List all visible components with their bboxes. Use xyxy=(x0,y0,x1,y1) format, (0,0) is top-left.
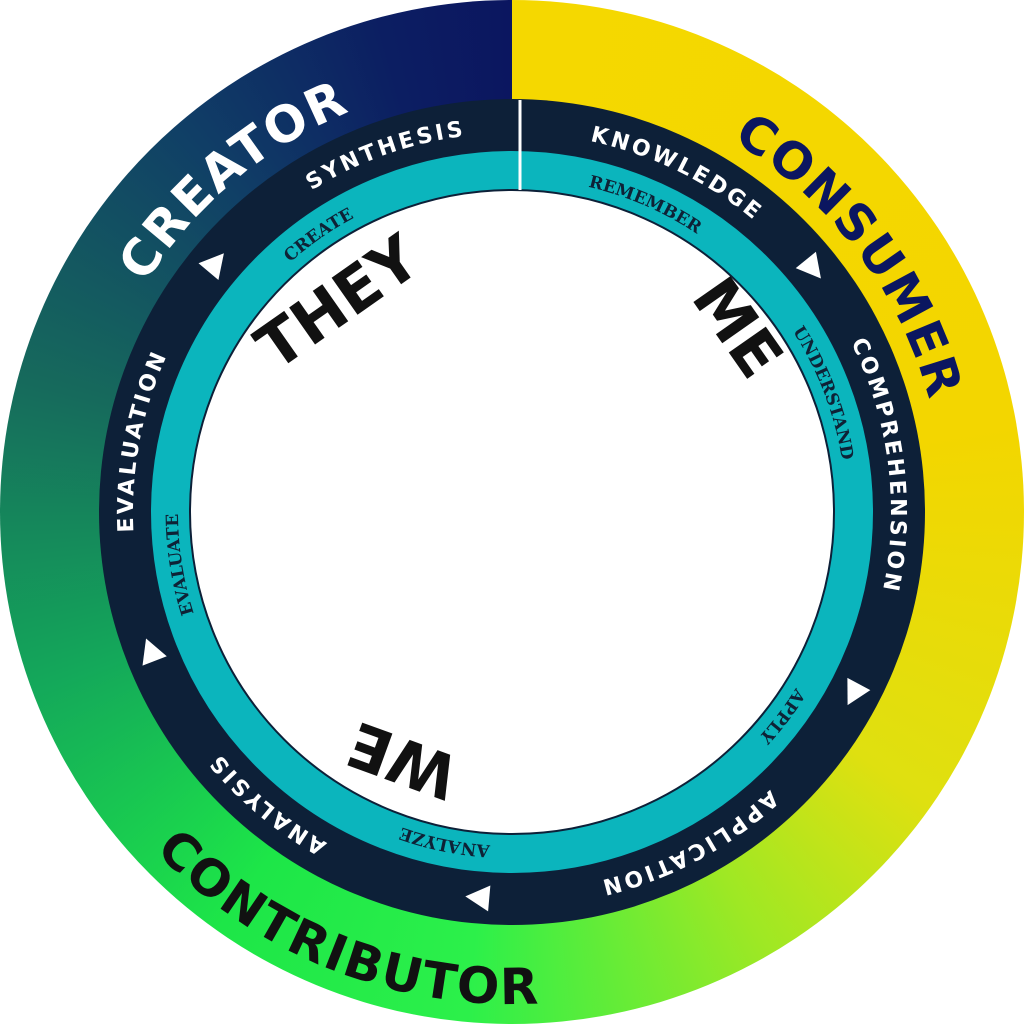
direction-arrow-icon xyxy=(847,677,871,706)
direction-arrow-icon xyxy=(795,251,821,279)
direction-arrow-icon xyxy=(198,253,224,281)
direction-arrow-icon xyxy=(465,885,491,912)
direction-arrow-icon xyxy=(142,638,167,666)
inner-circle xyxy=(189,189,835,835)
arrows xyxy=(142,251,871,912)
